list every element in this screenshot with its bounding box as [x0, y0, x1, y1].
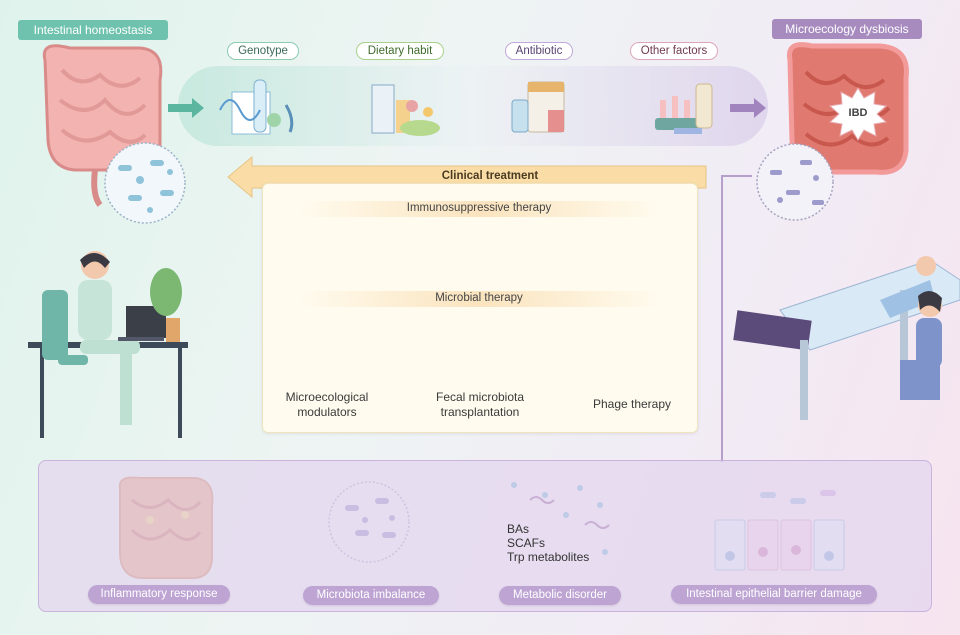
factor-other: Other factors	[630, 42, 718, 60]
intestinal-homeostasis-tag: Intestinal homeostasis	[18, 20, 168, 40]
hospital-bed-illustration	[733, 256, 960, 420]
other-factors-icon	[655, 83, 713, 134]
arrow-right-purple-icon	[730, 98, 766, 118]
clinical-treatment-panel	[262, 183, 698, 433]
dietary-habit-icon	[371, 84, 440, 136]
connector-line	[721, 175, 752, 462]
antibiotic-icon	[511, 81, 565, 133]
factor-dietary-habit: Dietary habit	[356, 42, 444, 60]
metabolite-list: BAs SCAFs Trp metabolites	[507, 522, 590, 564]
factor-antibiotic: Antibiotic	[505, 42, 573, 60]
ibd-label: IBD	[848, 107, 868, 119]
healthy-microbiota-icon	[104, 142, 186, 224]
arrow-right-icon	[168, 98, 204, 118]
therapy-fecal-transplant: Fecal microbiota transplantation	[435, 390, 525, 419]
inflammatory-response-pill: Inflammatory response	[88, 585, 230, 604]
dysbiosis-microbiota-icon	[756, 143, 834, 221]
factor-band	[178, 66, 768, 146]
immuno-section-band	[300, 201, 660, 217]
microbial-section-band	[300, 291, 660, 307]
therapy-phage: Phage therapy	[592, 397, 672, 411]
clinical-treatment-title: Clinical treatment	[441, 170, 539, 182]
microecology-dysbiosis-tag: Microecology dysbiosis	[772, 19, 922, 39]
therapy-microecological-modulators: Microecological modulators	[285, 390, 369, 419]
microbiota-imbalance-pill: Microbiota imbalance	[303, 586, 439, 605]
woman-at-desk-illustration	[28, 251, 188, 438]
factor-genotype: Genotype	[227, 42, 299, 60]
metabolic-disorder-pill: Metabolic disorder	[499, 586, 621, 605]
microbial-therapy-title: Microbial therapy	[435, 292, 523, 304]
ibd-starburst-icon	[828, 87, 888, 141]
epithelial-barrier-damage-pill: Intestinal epithelial barrier damage	[671, 585, 877, 604]
immunosuppressive-therapy-title: Immunosuppressive therapy	[406, 202, 552, 214]
genotype-icon	[219, 79, 294, 135]
